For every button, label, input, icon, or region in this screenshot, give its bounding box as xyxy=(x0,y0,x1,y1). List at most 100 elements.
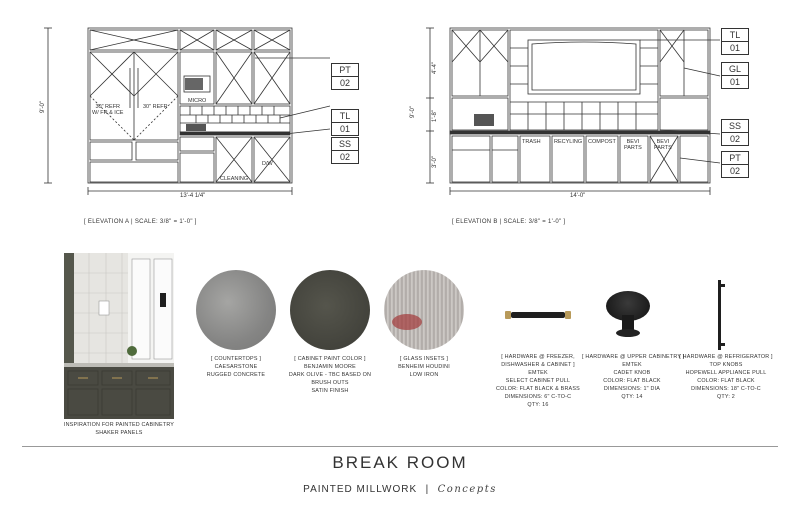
caption-line: HOPEWELL APPLIANCE PULL xyxy=(685,370,767,376)
caption-line: QTY: 16 xyxy=(527,402,549,408)
glass-inset-caption: [ GLASS INSETS ] BENHEIM HOUDINI LOW IRO… xyxy=(374,355,474,379)
subtitle-separator: | xyxy=(425,484,430,495)
elevation-a-dw-label: D/W xyxy=(262,161,273,167)
caption-line: [ HARDWARE @ REFRIGERATOR ] xyxy=(679,354,773,360)
elevation-a-caption: [ ELEVATION A | SCALE: 3/8" = 1'-0" ] xyxy=(84,219,197,225)
elevation-a: 9'-0" 13'-4 1/4" 30" REFR W/ FR & ICE 30… xyxy=(40,18,370,238)
countertop-swatch xyxy=(196,270,276,350)
tag-number: 02 xyxy=(729,166,740,176)
caption-line: LOW IRON xyxy=(409,372,439,378)
elevation-a-tag-pt02: PT 02 xyxy=(331,63,359,90)
hardware-freezer-caption: [ HARDWARE @ FREEZER, DISHWASHER & CABIN… xyxy=(488,353,588,409)
appliance-pull-image xyxy=(716,280,726,350)
elevation-b-bevi-parts-1-label: BEVI PARTS xyxy=(624,139,642,151)
caption-line: QTY: 2 xyxy=(717,394,735,400)
hardware-upper-caption: [ HARDWARE @ UPPER CABINETRY ] EMTEK CAD… xyxy=(582,353,685,401)
caption-line: [ HARDWARE @ UPPER CABINETRY ] xyxy=(582,354,685,360)
glass-red-reflection xyxy=(392,314,422,330)
tag-number: 01 xyxy=(729,43,740,53)
caption-line: CAESARSTONE xyxy=(214,364,258,370)
caption-line: DIMENSIONS: 1" DIA xyxy=(603,386,661,392)
caption-line: DARK OLIVE - TBC BASED ON xyxy=(288,372,372,378)
tag-code: GL xyxy=(722,63,748,76)
caption-line: DIMENSIONS: 6" C-TO-C xyxy=(504,394,572,400)
glass-inset-swatch xyxy=(384,270,464,350)
elevation-a-cleaning-label: CLEANING xyxy=(220,176,249,182)
page-title: BREAK ROOM xyxy=(332,453,468,472)
elevation-b-drawing xyxy=(426,27,721,195)
appliance-pull-post-top xyxy=(718,284,725,287)
elevation-a-height-dim: 9'-0" xyxy=(40,101,46,113)
caption-line: BRUSH OUTS xyxy=(311,380,349,386)
cabinet-pull-image xyxy=(505,311,571,319)
pull-end-right xyxy=(565,311,571,319)
footer-divider xyxy=(22,446,778,447)
tag-number: 02 xyxy=(339,78,350,88)
inspiration-caption-line1: INSPIRATION FOR PAINTED CABINETRY xyxy=(63,422,175,428)
pull-bar xyxy=(511,312,565,318)
elevation-a-refr-left-label: 30" REFR W/ FR & ICE xyxy=(92,104,124,116)
elevation-a-refr-right-label: 30" REFR xyxy=(143,104,168,110)
elevation-b-height-dim-upper: 4'-4" xyxy=(432,62,438,74)
caption-line: SELECT CABINET PULL xyxy=(505,378,571,384)
elevation-b: 9'-0" 4'-4" 1'-8" 3'-0" 14'-0" TRASH REC… xyxy=(410,18,780,238)
tag-code: PT xyxy=(722,152,748,165)
caption-line: EMTEK xyxy=(622,362,642,368)
caption-line: BENHEIM HOUDINI xyxy=(398,364,450,370)
elevation-b-recycling-label: RECYLING xyxy=(554,139,583,145)
page-subtitle-row: PAINTED MILLWORK | Concepts xyxy=(0,479,800,497)
appliance-pull-post-bottom xyxy=(718,343,725,346)
caption-line: RUGGED CONCRETE xyxy=(206,372,266,378)
caption-line: SATIN FINISH xyxy=(311,388,349,394)
inspiration-photo xyxy=(64,253,174,419)
tag-code: TL xyxy=(332,110,358,123)
elevation-a-width-dim: 13'-4 1/4" xyxy=(180,193,206,199)
pull-end-left xyxy=(505,311,511,319)
elevation-b-caption: [ ELEVATION B | SCALE: 3/8" = 1'-0" ] xyxy=(452,219,566,225)
elevation-a-tag-tl01: TL 01 xyxy=(331,109,359,136)
tag-code: SS xyxy=(722,120,748,133)
tag-code: TL xyxy=(722,29,748,42)
tag-number: 02 xyxy=(339,152,350,162)
caption-line: QTY: 14 xyxy=(621,394,643,400)
elevation-b-width-dim: 14'-0" xyxy=(570,193,586,199)
elevation-b-tag-tl01: TL 01 xyxy=(721,28,749,55)
elevation-b-tag-gl01: GL 01 xyxy=(721,62,749,89)
elevation-a-micro-label: MICRO xyxy=(188,98,207,104)
knob-base xyxy=(616,329,640,337)
elevation-b-compost-label: COMPOST xyxy=(588,139,616,145)
page-subtitle: PAINTED MILLWORK xyxy=(303,484,418,495)
inspiration-caption: INSPIRATION FOR PAINTED CABINETRY SHAKER… xyxy=(54,421,184,437)
caption-line: EMTEK xyxy=(528,370,548,376)
tag-number: 01 xyxy=(339,124,350,134)
elevation-b-tag-pt02: PT 02 xyxy=(721,151,749,178)
cabinet-paint-caption: [ CABINET PAINT COLOR ] BENJAMIN MOORE D… xyxy=(280,355,380,395)
countertop-caption: [ COUNTERTOPS ] CAESARSTONE RUGGED CONCR… xyxy=(186,355,286,379)
tag-code: SS xyxy=(332,138,358,151)
caption-line: [ GLASS INSETS ] xyxy=(399,356,449,362)
hardware-refrigerator-caption: [ HARDWARE @ REFRIGERATOR ] TOP KNOBS HO… xyxy=(676,353,776,401)
tag-number: 01 xyxy=(729,77,740,87)
elevation-b-height-dim-mid: 1'-8" xyxy=(432,110,438,122)
elevation-b-bevi-parts-2-label: BEVI PARTS xyxy=(654,139,672,151)
caption-line: CADET KNOB xyxy=(613,370,651,376)
inspiration-photo-illustration xyxy=(64,253,174,419)
elevation-a-tag-ss02: SS 02 xyxy=(331,137,359,164)
caption-line: BENJAMIN MOORE xyxy=(304,364,356,370)
appliance-pull-bar xyxy=(718,280,721,350)
elevation-b-tag-ss02: SS 02 xyxy=(721,119,749,146)
knob-stem xyxy=(622,315,634,331)
elevation-b-trash-label: TRASH xyxy=(522,139,541,145)
tag-code: PT xyxy=(332,64,358,77)
caption-line: DISHWASHER & CABINET ] xyxy=(501,362,575,368)
elevation-b-height-dim: 9'-0" xyxy=(410,106,416,118)
caption-line: COLOR: FLAT BLACK xyxy=(697,378,755,384)
elevation-b-height-dim-lower: 3'-0" xyxy=(432,156,438,168)
caption-line: [ COUNTERTOPS ] xyxy=(210,356,262,362)
caption-line: TOP KNOBS xyxy=(709,362,743,368)
inspiration-caption-line2: SHAKER PANELS xyxy=(95,430,143,436)
page-script-subtitle: Concepts xyxy=(437,484,497,495)
cabinet-paint-swatch xyxy=(290,270,370,350)
tag-number: 02 xyxy=(729,134,740,144)
caption-line: [ CABINET PAINT COLOR ] xyxy=(294,356,366,362)
